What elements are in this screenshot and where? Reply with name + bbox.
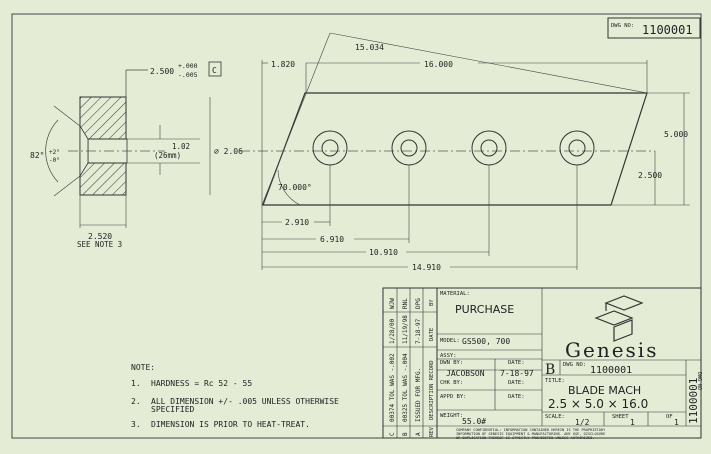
- chamfer-angle: 82°: [30, 151, 44, 160]
- hole-4-location: 14.910: [412, 263, 441, 272]
- dwg-number-label: DWG NO:: [611, 23, 634, 29]
- outer-diameter: ⌀ 2.06: [214, 147, 243, 156]
- confidential-line-3: OR DUPLICATION THEREOF IS STRICTLY PROHI…: [456, 436, 594, 440]
- side-dwg-number: 1100001: [687, 378, 700, 424]
- confidential-line-1: COMPANY CONFIDENTIAL: INFORMATION CONTAI…: [456, 428, 606, 432]
- dwn-date-value: 7-18-97: [500, 369, 534, 378]
- height-dimension: 5.000: [664, 130, 688, 139]
- dwg-number-box: DWG NO: 1100001: [607, 17, 701, 39]
- chamfer-tol-lower: -0°: [49, 157, 60, 164]
- note-2-text: ALL DIMENSION +/- .005 UNLESS OTHERWISE: [151, 397, 339, 406]
- rev-b-by: RNL: [402, 298, 409, 309]
- hole-3-location: 10.910: [369, 248, 398, 257]
- chk-label: CHK BY:: [440, 380, 463, 386]
- hole-diameter: 1.02: [172, 142, 190, 151]
- title-block: MATERIAL: PURCHASE MODEL: GS500, 700 ASS…: [436, 287, 702, 440]
- bore-tol-lower: -.005: [178, 71, 198, 79]
- top-length: 16.000: [424, 60, 453, 69]
- sheet-border: [11, 13, 702, 439]
- model-value: GS500, 700: [462, 337, 510, 346]
- blade-hole-4: [559, 130, 595, 166]
- title-label: TITLE:: [545, 378, 565, 384]
- mid-height-dimension: 2.500: [638, 171, 662, 180]
- rev-header-date: DATE: [429, 328, 435, 341]
- rev-header-rev: REV: [429, 426, 435, 437]
- dwn-label: DWN BY:: [440, 360, 463, 366]
- bore-datum: C: [212, 66, 217, 75]
- dwg-label: DWG NO:: [563, 362, 586, 368]
- diagonal-length: 15.034: [355, 43, 384, 52]
- notes: NOTE: 1. HARDNESS = Rc 52 - 55 2. ALL DI…: [131, 363, 339, 429]
- bore-tol-upper: +.000: [178, 62, 198, 70]
- sheet-value: 1: [630, 418, 635, 427]
- title-line-2: 2.5 × 5.0 × 16.0: [548, 397, 648, 411]
- rev-b-desc: 00325 TOL WAS -.004: [402, 353, 409, 422]
- dwg-value: 1100001: [590, 365, 632, 376]
- dwg-number: 1100001: [642, 23, 693, 37]
- dwn-value: JACOBSON: [446, 369, 485, 378]
- scale-label: SCALE:: [545, 414, 565, 420]
- rev-a-date: 7-18-97: [415, 318, 422, 344]
- genesis-logo: [594, 295, 644, 342]
- rev-c-by: WJW: [389, 298, 396, 309]
- rev-c-desc: 00374 TOL WAS -.002: [389, 353, 396, 422]
- width-dimension: 2.520: [88, 232, 112, 241]
- rev-a-desc: ISSUED FOR MFG.: [415, 368, 422, 422]
- hole-2-location: 6.910: [320, 235, 344, 244]
- confidential-line-2: INFORMATION OF GENESIS EQUIPMENT & MANUF…: [456, 432, 605, 436]
- note-2-text-cont: SPECIFIED: [151, 405, 195, 414]
- blade-hole-3: [471, 130, 507, 166]
- material-value: PURCHASE: [455, 303, 514, 316]
- note-1-num: 1.: [131, 379, 141, 388]
- sheet-label: SHEET: [612, 414, 629, 420]
- rev-c-letter: C: [389, 432, 396, 436]
- bore-dimension: 2.500: [150, 67, 174, 76]
- rev-header-by: BY: [429, 299, 435, 306]
- of-label: OF: [666, 414, 673, 420]
- rev-header-desc: DESCRIPTION RECORD: [429, 360, 435, 420]
- appd-label: APPD BY:: [440, 394, 467, 400]
- blade-view: 1.820 15.034 16.000 5.000 2.500 70.000° …: [240, 32, 690, 272]
- notes-title: NOTE:: [131, 363, 155, 372]
- weight-value: 55.0#: [462, 417, 486, 426]
- hole-diameter-mm: (26mm): [154, 151, 181, 160]
- rev-c-date: 1/28/00: [389, 318, 396, 344]
- blade-hole-2: [391, 130, 427, 166]
- side-dwg-label: DWG NO: [696, 372, 702, 390]
- title-line-1: BLADE MACH: [568, 384, 641, 397]
- blade-offset: 1.820: [271, 60, 295, 69]
- angle-dimension: 70.000°: [278, 183, 312, 192]
- section-view: 82° +2° -0° 2.500 +.000 -.005 C 1.02 (26…: [30, 61, 243, 249]
- rev-a-letter: A: [415, 432, 422, 436]
- note-3-num: 3.: [131, 420, 141, 429]
- chamfer-tol-upper: +2°: [49, 149, 60, 156]
- weight-label: WEIGHT:: [440, 413, 463, 419]
- note-3-text: DIMENSION IS PRIOR TO HEAT-TREAT.: [151, 420, 310, 429]
- scale-value: 1/2: [575, 418, 590, 427]
- rev-a-by: DPG: [415, 298, 422, 309]
- revision-block: REV DESCRIPTION RECORD DATE BY A ISSUED …: [382, 287, 438, 439]
- material-label: MATERIAL:: [440, 291, 470, 297]
- note-2-num: 2.: [131, 397, 141, 406]
- appd-date-label: DATE:: [508, 394, 525, 400]
- dwn-date-label: DATE:: [508, 360, 525, 366]
- rev-b-date: 11/19/98: [402, 315, 409, 344]
- rev-b-letter: B: [402, 432, 409, 436]
- model-label: MODEL:: [440, 338, 460, 344]
- company-name: Genesis: [565, 338, 658, 362]
- note-1-text: HARDNESS = Rc 52 - 55: [151, 379, 252, 388]
- chk-date-label: DATE:: [508, 380, 525, 386]
- hole-1-location: 2.910: [285, 218, 309, 227]
- see-note: SEE NOTE 3: [77, 240, 122, 249]
- of-value: 1: [674, 418, 679, 427]
- size-letter: B: [545, 362, 555, 378]
- blade-hole-1: [312, 130, 348, 166]
- assy-label: ASSY:: [440, 353, 457, 359]
